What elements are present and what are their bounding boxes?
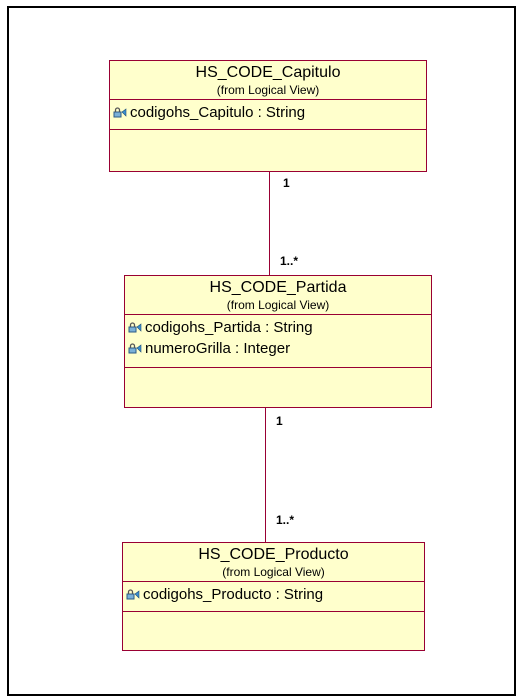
class-hs-code-capitulo[interactable]: HS_CODE_Capitulo (from Logical View) cod… [109,60,427,172]
class-header: HS_CODE_Capitulo (from Logical View) [110,61,426,100]
class-name: HS_CODE_Capitulo [195,64,341,81]
multiplicity-target: 1..* [280,254,299,268]
multiplicity-target: 1..* [276,513,295,527]
private-attribute-icon [113,107,127,118]
class-header: HS_CODE_Partida (from Logical View) [125,276,431,315]
attribute-text: codigohs_Capitulo : String [130,104,306,121]
attribute-text: codigohs_Producto : String [143,586,324,603]
attribute-compartment: codigohs_Capitulo : String [110,100,426,130]
multiplicity-source: 1 [276,414,283,428]
private-attribute-icon [128,343,142,354]
class-package-note: (from Logical View) [216,83,320,97]
attribute-text: numeroGrilla : Integer [145,340,291,357]
attribute-row[interactable]: codigohs_Producto : String [126,584,421,605]
attribute-compartment: codigohs_Partida : String numeroGrilla :… [125,315,431,368]
attribute-row[interactable]: codigohs_Capitulo : String [113,102,423,123]
attribute-compartment: codigohs_Producto : String [123,582,424,612]
private-attribute-icon [126,589,140,600]
class-package-note: (from Logical View) [222,565,325,579]
attribute-row[interactable]: codigohs_Partida : String [128,317,428,338]
multiplicity-source: 1 [283,176,290,190]
attribute-row[interactable]: numeroGrilla : Integer [128,338,428,359]
attribute-text: codigohs_Partida : String [145,319,313,336]
private-attribute-icon [128,322,142,333]
class-hs-code-partida[interactable]: HS_CODE_Partida (from Logical View) codi… [124,275,432,408]
class-hs-code-producto[interactable]: HS_CODE_Producto (from Logical View) cod… [122,542,425,651]
class-name: HS_CODE_Partida [209,279,347,296]
association-line-capitulo-partida[interactable] [269,171,270,275]
class-package-note: (from Logical View) [226,298,330,312]
association-line-partida-producto[interactable] [265,408,266,542]
class-name: HS_CODE_Producto [198,546,349,563]
class-header: HS_CODE_Producto (from Logical View) [123,543,424,582]
